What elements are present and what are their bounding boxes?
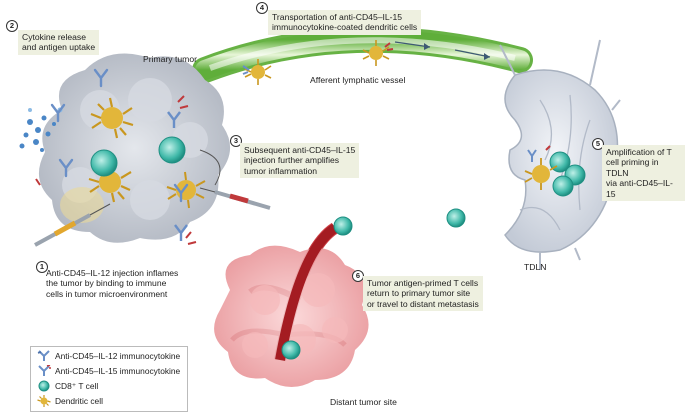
afferent-vessel-label: Afferent lymphatic vessel xyxy=(310,75,406,85)
step-6-text: Tumor antigen-primed T cells return to p… xyxy=(363,276,483,312)
legend-item-dendritic-cell: Dendritic cell xyxy=(37,395,103,407)
step-5-text: Amplification of T cell priming in TDLN … xyxy=(602,145,685,202)
step-3-number: 3 xyxy=(230,135,242,147)
step-1-number: 1 xyxy=(36,261,48,273)
vessel-t-cell-2 xyxy=(446,208,466,228)
step-3-text: Subsequent anti-CD45–IL-15 injection fur… xyxy=(240,143,360,179)
il15-antibody-icons xyxy=(35,95,197,245)
distant-tumor xyxy=(214,223,369,388)
tumor-dendritic-cell-1 xyxy=(90,97,134,139)
il15-immunocytokine-icon xyxy=(38,365,51,376)
step-1-text: Anti-CD45–IL-12 injection inflames the t… xyxy=(46,268,179,299)
il15-antibody-stems xyxy=(167,111,188,241)
legend: Anti-CD45–IL-12 immunocytokine Anti-CD45… xyxy=(30,346,188,412)
tdln-label: TDLN xyxy=(524,262,547,272)
lymph-node-tdln xyxy=(499,39,626,270)
dendritic-cell-icon xyxy=(37,395,51,407)
amplification-arrow xyxy=(199,149,221,186)
syringe-il15 xyxy=(199,187,271,210)
primary-tumor xyxy=(38,53,231,243)
step-4-text: Transportation of anti-CD45–IL-15 immuno… xyxy=(268,10,422,35)
tumor-t-cell-1 xyxy=(158,136,186,164)
legend-label-il15: Anti-CD45–IL-15 immunocytokine xyxy=(55,366,181,376)
il12-immunocytokine-icon xyxy=(37,350,50,361)
vessel-t-cell-1 xyxy=(333,216,353,236)
legend-item-il12: Anti-CD45–IL-12 immunocytokine xyxy=(37,350,180,362)
afferent-lymphatic-vessel xyxy=(192,26,533,83)
legend-label-dendritic-cell: Dendritic cell xyxy=(55,396,103,406)
il12-antibody-icons xyxy=(50,68,189,203)
legend-item-t-cell: CD8⁺ T cell xyxy=(37,380,98,392)
step-2-text: Cytokine release and antigen uptake xyxy=(18,30,100,55)
t-cell-icon xyxy=(38,380,50,392)
syringe-il12 xyxy=(34,203,111,247)
distant-tumor-label: Distant tumor site xyxy=(330,397,397,407)
legend-item-il15: Anti-CD45–IL-15 immunocytokine xyxy=(37,365,180,377)
step-4-number: 4 xyxy=(256,2,268,14)
step-5-number: 5 xyxy=(592,138,604,150)
tumor-t-cell-2 xyxy=(90,149,118,177)
primary-tumor-label: Primary tumor xyxy=(143,54,197,64)
step-2-number: 2 xyxy=(6,20,18,32)
legend-label-t-cell: CD8⁺ T cell xyxy=(55,381,99,391)
legend-label-il12: Anti-CD45–IL-12 immunocytokine xyxy=(55,351,181,361)
vessel-dendritic-cell-1 xyxy=(242,59,272,85)
vessel-dendritic-cell-2 xyxy=(362,40,394,66)
